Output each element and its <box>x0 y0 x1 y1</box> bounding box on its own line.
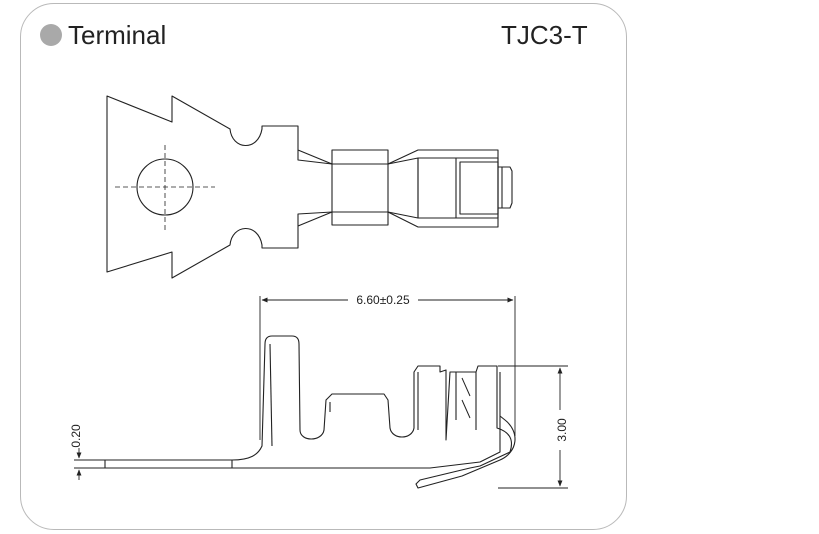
drawing-card <box>20 3 627 530</box>
top-view-outline <box>106 95 513 279</box>
title: Terminal <box>68 19 167 50</box>
side-view <box>104 335 516 489</box>
length-dimension-label: 6.60±0.25 <box>356 293 410 307</box>
title-row: Terminal <box>40 18 166 52</box>
side-view-outline <box>231 335 516 489</box>
dimensions <box>74 296 568 489</box>
thickness-dimension-label: 0.20 <box>69 424 83 448</box>
mounting-hole <box>136 158 194 216</box>
top-view <box>106 95 513 279</box>
height-dimension-label: 3.00 <box>555 418 569 442</box>
part-number: TJC3-T <box>501 20 588 50</box>
bullet-dot-icon <box>40 24 62 46</box>
